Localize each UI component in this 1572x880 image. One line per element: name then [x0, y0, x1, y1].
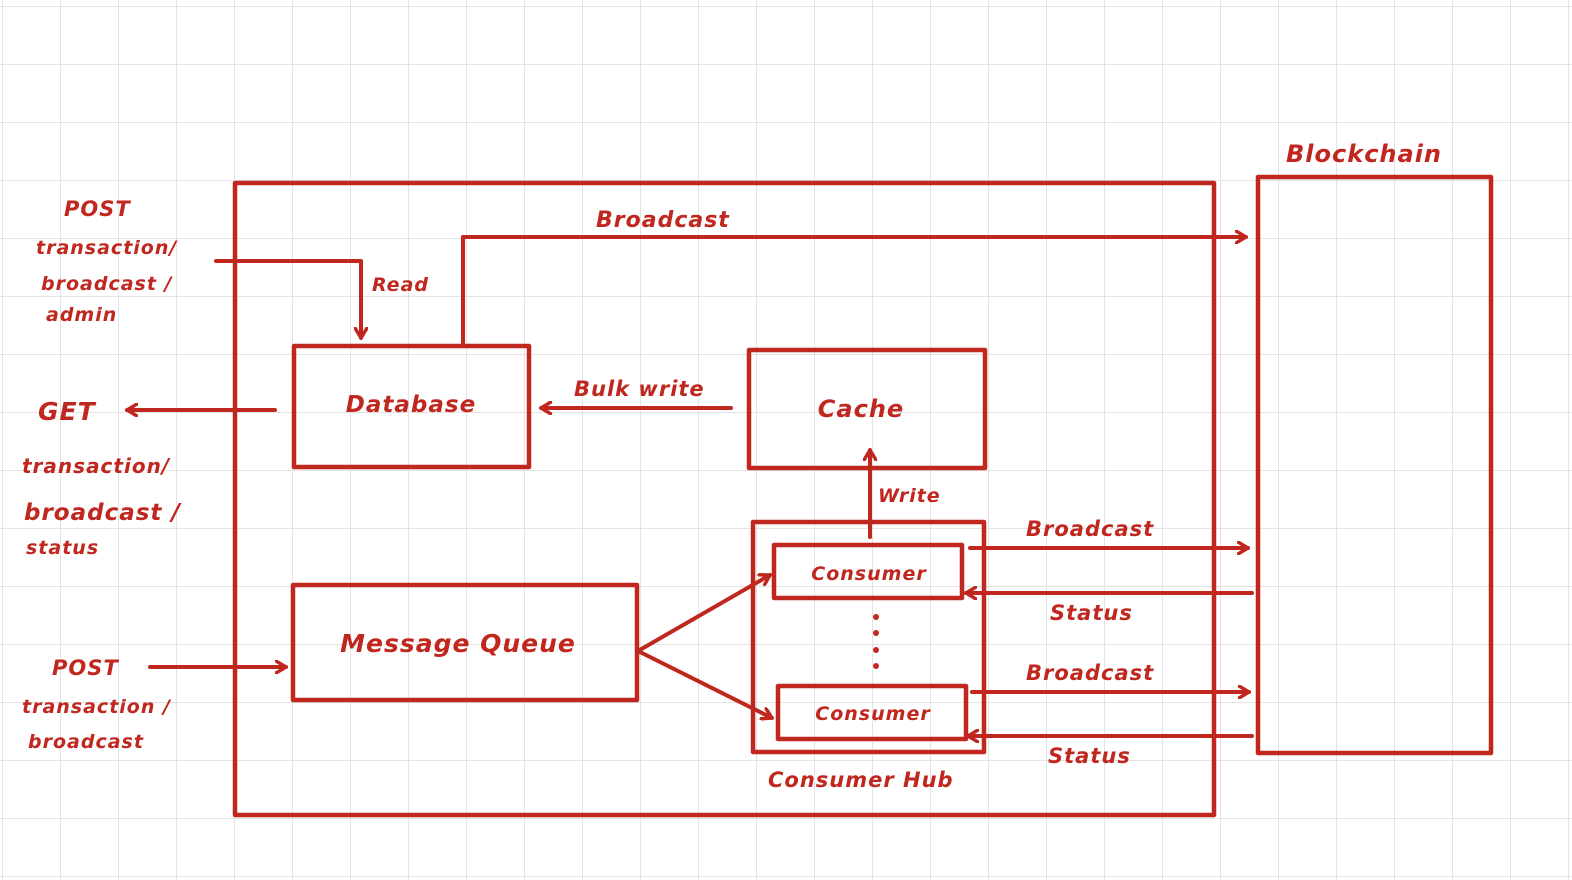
get-route-3: status — [26, 537, 99, 559]
broadcast-2-label: Broadcast — [1026, 661, 1154, 685]
cache-label: Cache — [818, 395, 904, 423]
consumer-ellipsis — [873, 614, 879, 669]
bulk-write-label: Bulk write — [574, 377, 705, 401]
broadcast-1-label: Broadcast — [1026, 517, 1154, 541]
blockchain-label: Blockchain — [1286, 140, 1442, 168]
cache-box — [746, 347, 988, 471]
arrow-database-to-blockchain — [461, 237, 1248, 345]
database-box — [291, 343, 532, 470]
message-queue-label: Message Queue — [340, 629, 576, 658]
consumer-1-label: Consumer — [811, 563, 927, 585]
consumer-2-label: Consumer — [815, 703, 931, 725]
post-top-route-2: broadcast / — [41, 273, 174, 295]
status-1-label: Status — [1050, 601, 1133, 625]
post-top-route-3: admin — [46, 304, 117, 326]
write-label: Write — [878, 485, 941, 507]
consumer-hub-label: Consumer Hub — [768, 768, 954, 792]
post-top-route-1: transaction/ — [36, 237, 178, 259]
broadcast-top-label: Broadcast — [596, 208, 730, 233]
message-queue-box — [290, 582, 640, 703]
read-label: Read — [372, 274, 429, 296]
system-boundary-box — [232, 180, 1217, 818]
get-route-1: transaction/ — [22, 454, 171, 478]
arrow-post-to-database — [214, 259, 361, 340]
get-route-2: broadcast / — [24, 500, 181, 526]
arrow-queue-to-consumer-2 — [636, 649, 774, 718]
blockchain-box — [1255, 174, 1494, 756]
get-label: GET — [38, 397, 97, 426]
status-2-label: Status — [1048, 744, 1131, 768]
consumer-box-1 — [771, 542, 965, 601]
consumer-box-2 — [775, 683, 969, 742]
post-bottom-label: POST — [52, 656, 119, 680]
arrow-queue-to-consumer-1 — [636, 573, 772, 653]
post-bottom-route-2: broadcast — [28, 731, 144, 753]
post-bottom-route-1: transaction / — [22, 696, 172, 718]
database-label: Database — [346, 392, 476, 418]
post-top-label: POST — [64, 197, 131, 221]
